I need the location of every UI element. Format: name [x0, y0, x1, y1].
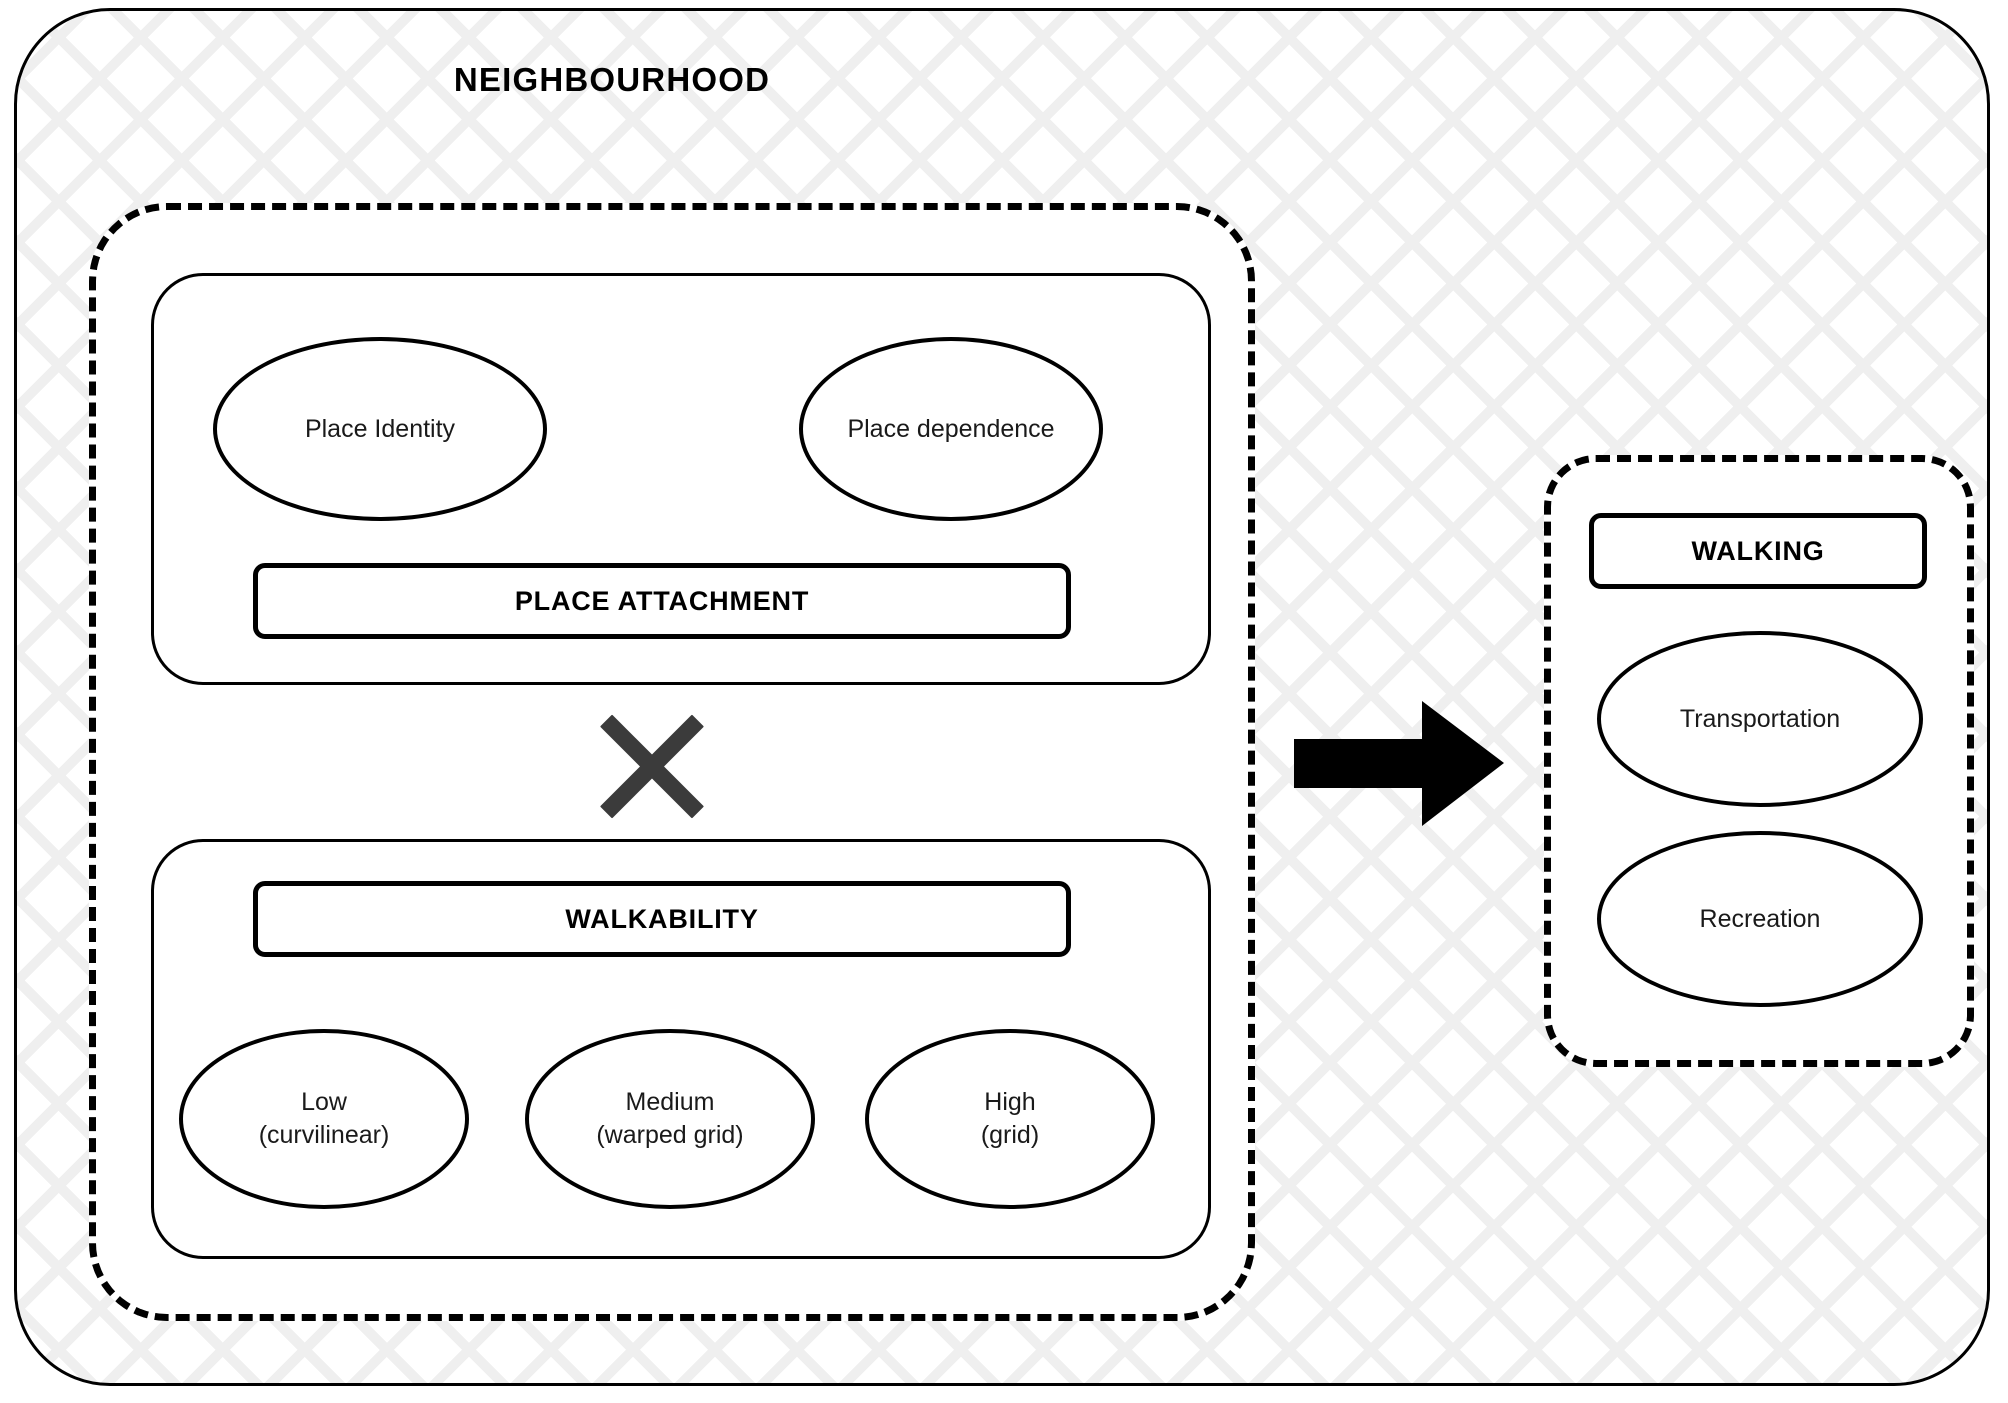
node-walkability-high-line2: (grid) [980, 1121, 1040, 1149]
node-walkability-low[interactable]: Low (curvilinear) [179, 1029, 469, 1209]
label-walkability[interactable]: WALKABILITY [253, 881, 1071, 957]
label-walking[interactable]: WALKING [1589, 513, 1927, 589]
interaction-x-icon [597, 711, 707, 821]
label-place-attachment[interactable]: PLACE ATTACHMENT [253, 563, 1071, 639]
node-walkability-medium-line2: (warped grid) [596, 1121, 744, 1149]
node-place-dependence[interactable]: Place dependence [799, 337, 1103, 521]
neighbourhood-title: NEIGHBOURHOOD [453, 61, 771, 98]
arrow-right-icon [1294, 701, 1504, 826]
node-walkability-low-line1: Low [301, 1088, 347, 1116]
node-walkability-high-line1: High [984, 1088, 1036, 1116]
node-walkability-medium-line1: Medium [625, 1088, 715, 1116]
node-walkability-low-line2: (curvilinear) [258, 1121, 390, 1149]
node-recreation[interactable]: Recreation [1597, 831, 1923, 1007]
neighbourhood-container: NEIGHBOURHOOD Place Identity Place depen… [14, 8, 1990, 1386]
node-walkability-medium[interactable]: Medium (warped grid) [525, 1029, 815, 1209]
node-walkability-high[interactable]: High (grid) [865, 1029, 1155, 1209]
node-place-identity[interactable]: Place Identity [213, 337, 547, 521]
node-transportation[interactable]: Transportation [1597, 631, 1923, 807]
